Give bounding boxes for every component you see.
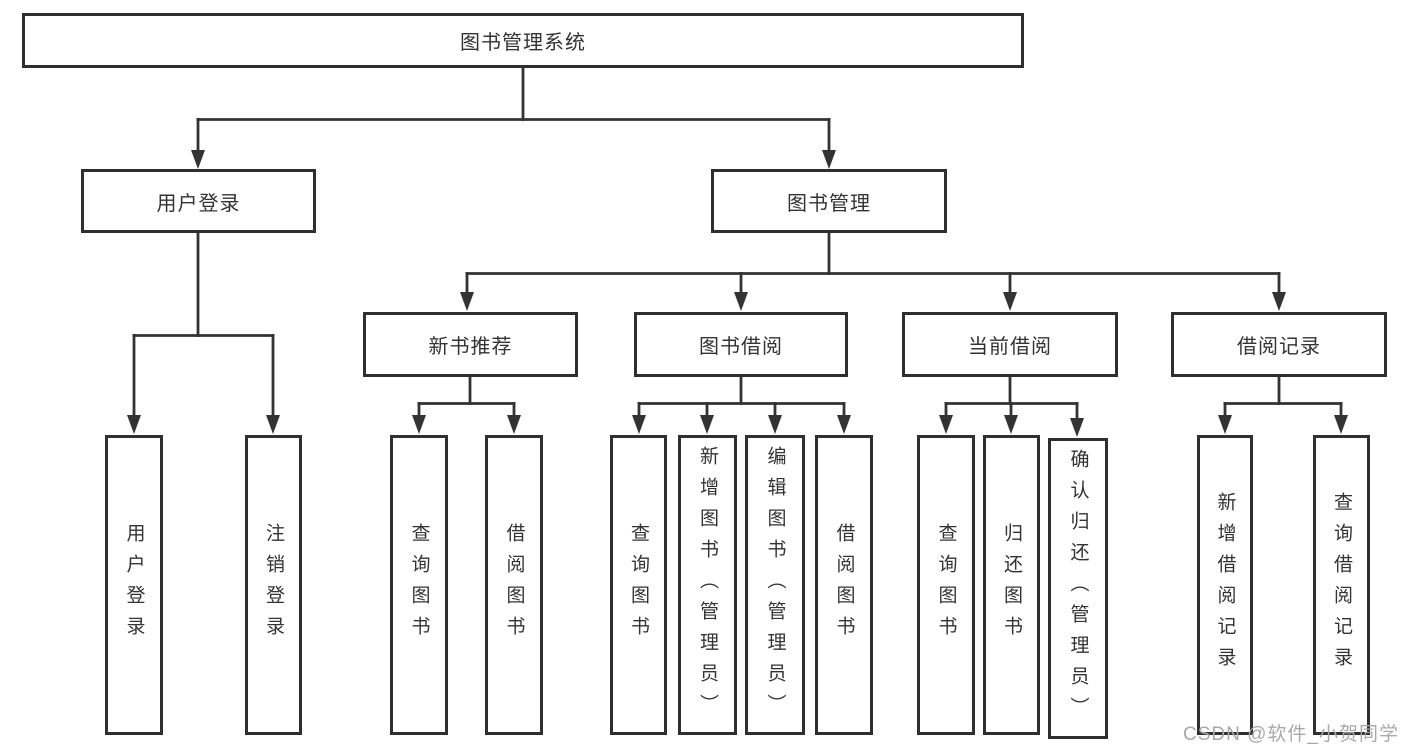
leaf-label: 查询借阅记录 — [1331, 492, 1352, 678]
leaf-return-books: 归还图书 — [983, 435, 1040, 735]
leaf-query-books-current: 查询图书 — [917, 435, 975, 735]
node-borrow-records: 借阅记录 — [1171, 312, 1387, 377]
leaf-user-login: 用户登录 — [105, 435, 163, 735]
node-book-borrow: 图书借阅 — [634, 312, 848, 377]
leaf-confirm-return-admin: 确认归还（管理员） — [1048, 438, 1108, 739]
leaf-query-borrow-record: 查询借阅记录 — [1313, 435, 1370, 735]
connector-root-to-level2 — [191, 68, 836, 169]
leaf-borrow-books-recommend: 借阅图书 — [485, 435, 543, 735]
connector-book-borrow-to-leaves — [632, 377, 851, 434]
leaf-label: 确认归还（管理员） — [1067, 449, 1089, 728]
node-new-book-recommend: 新书推荐 — [363, 312, 578, 377]
connector-new-book-to-leaves — [412, 377, 521, 434]
leaf-label: 用户登录 — [123, 523, 145, 647]
leaf-label: 借阅图书 — [503, 523, 525, 647]
leaf-label: 借阅图书 — [833, 523, 855, 647]
leaf-label: 查询图书 — [628, 523, 649, 647]
leaf-query-books-borrow: 查询图书 — [610, 435, 667, 735]
leaf-add-borrow-record: 新增借阅记录 — [1197, 435, 1253, 735]
leaf-label: 新增借阅记录 — [1214, 492, 1236, 678]
connector-current-borrow-to-leaves — [939, 377, 1084, 437]
leaf-label: 新增图书（管理员） — [697, 445, 718, 725]
leaf-borrow-books: 借阅图书 — [815, 435, 873, 735]
leaf-add-books-admin: 新增图书（管理员） — [678, 435, 737, 735]
connector-borrow-records-to-leaves — [1218, 377, 1348, 434]
leaf-query-books-recommend: 查询图书 — [390, 435, 448, 735]
leaf-label: 注销登录 — [263, 523, 284, 647]
node-library-management-system: 图书管理系统 — [22, 13, 1024, 68]
leaf-edit-books-admin: 编辑图书（管理员） — [745, 435, 805, 735]
leaf-label: 归还图书 — [1001, 523, 1022, 647]
connector-user-login-to-leaves — [127, 233, 280, 434]
connector-book-management-to-level3 — [460, 233, 1286, 311]
csdn-watermark: CSDN @软件_小贺同学 — [1183, 724, 1399, 745]
node-current-borrow: 当前借阅 — [902, 312, 1118, 377]
node-user-login: 用户登录 — [81, 169, 316, 233]
leaf-logout: 注销登录 — [245, 435, 302, 735]
leaf-label: 编辑图书（管理员） — [764, 445, 786, 725]
node-book-management: 图书管理 — [711, 169, 947, 233]
leaf-label: 查询图书 — [408, 523, 430, 647]
leaf-label: 查询图书 — [935, 523, 957, 647]
